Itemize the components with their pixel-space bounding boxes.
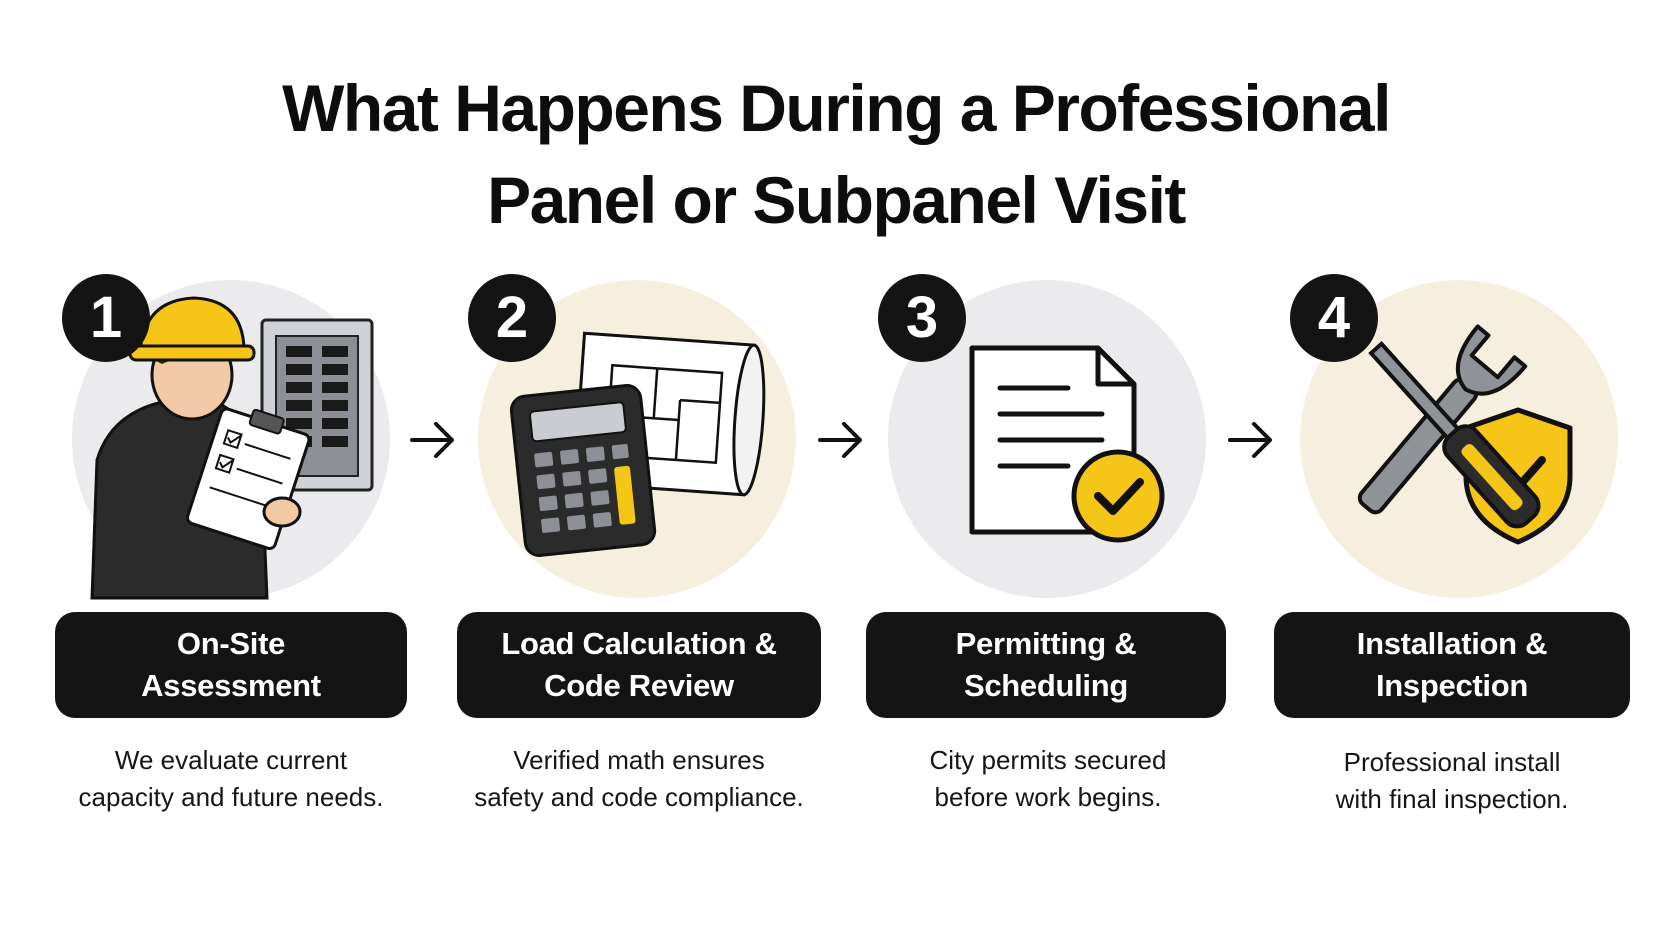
step-3-label: Permitting & Scheduling — [866, 612, 1226, 718]
arrow-right-icon — [410, 422, 454, 458]
arrow-right-icon — [818, 422, 862, 458]
step-1-label: On-Site Assessment — [55, 612, 407, 718]
step-3-description: City permits secured before work begins. — [858, 742, 1238, 816]
calculator-blueprint-icon — [509, 331, 766, 557]
step-4-number-badge: 4 — [1290, 274, 1378, 362]
document-checkmark-icon — [969, 345, 1165, 543]
step-4-label-line-2: Inspection — [1375, 668, 1528, 703]
step-4-description: Professional install with final inspecti… — [1266, 744, 1638, 818]
title-line-2: Panel or Subpanel Visit — [487, 163, 1186, 237]
step-2-label-line-2: Code Review — [544, 668, 734, 703]
step-1-description: We evaluate current capacity and future … — [40, 742, 422, 816]
step-2-description: Verified math ensures safety and code co… — [448, 742, 830, 816]
step-1-desc-line-2: capacity and future needs. — [78, 782, 384, 812]
step-4-label: Installation & Inspection — [1274, 612, 1630, 718]
step-2-desc-line-1: Verified math ensures — [513, 745, 765, 775]
step-4-desc-line-2: with final inspection. — [1335, 784, 1569, 814]
electrician-with-clipboard-icon — [90, 296, 374, 600]
arrow-right-icon — [1228, 422, 1272, 458]
step-2-number-badge: 2 — [468, 274, 556, 362]
step-3-desc-line-2: before work begins. — [934, 782, 1162, 812]
step-2-desc-line-2: safety and code compliance. — [474, 782, 804, 812]
page-title: What Happens During a Professional Panel… — [0, 62, 1672, 246]
tools-shield-icon — [1357, 324, 1573, 545]
step-3-number-badge: 3 — [878, 274, 966, 362]
step-1-label-line-1: On-Site — [176, 626, 286, 661]
step-1-label-line-2: Assessment — [141, 668, 321, 703]
step-1-desc-line-1: We evaluate current — [114, 745, 348, 775]
step-2-label: Load Calculation & Code Review — [457, 612, 821, 718]
step-3-label-line-2: Scheduling — [963, 668, 1129, 703]
step-2-label-line-1: Load Calculation & — [501, 626, 777, 661]
step-1-number-badge: 1 — [62, 274, 150, 362]
title-line-1: What Happens During a Professional — [282, 71, 1391, 145]
step-4-desc-line-1: Professional install — [1343, 747, 1561, 777]
step-3-desc-line-1: City permits secured — [929, 745, 1167, 775]
step-3-label-line-1: Permitting & — [955, 626, 1137, 661]
step-4-label-line-1: Installation & — [1356, 626, 1548, 661]
